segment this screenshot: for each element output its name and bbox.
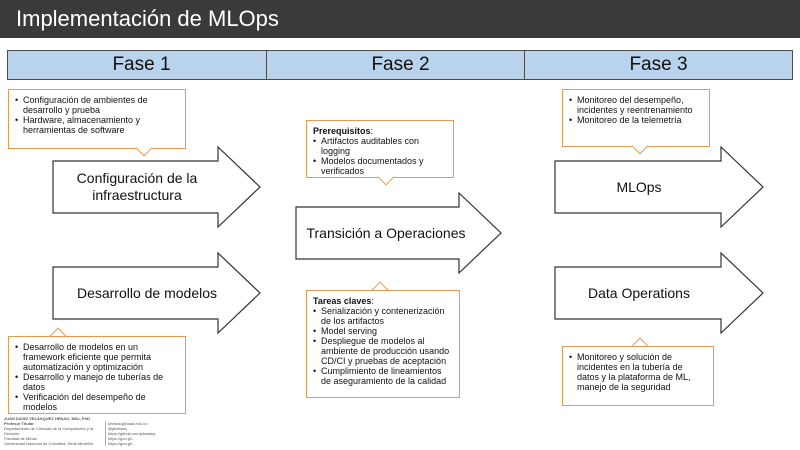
footer-dept: Departamento de Ciencias de la Computaci… (4, 426, 94, 436)
footer-author-block: JUAN DAVID VELÁSQUEZ HENAO, MSc, PhD Pro… (4, 416, 104, 446)
prereq-callout: Prerequisitos: Artifactos auditables con… (306, 120, 454, 178)
mlops-callout-item: Monitoreo de la telemetría (569, 115, 703, 125)
page-title: Implementación de MLOps (16, 6, 279, 31)
footer-university: Universidad Nacional de Colombia, Sede M… (4, 441, 94, 446)
tasks-callout-item: Despliegue de modelos al ambiente de pro… (313, 336, 453, 366)
footer-author: JUAN DAVID VELÁSQUEZ HENAO, MSc, PhD (4, 416, 90, 421)
models-callout-item: Desarrollo de modelos en un framework ef… (15, 342, 179, 372)
mlops-arrow-label: MLOps (616, 178, 662, 195)
tasks-callout-item: Serialización y contenerización de los a… (313, 306, 453, 326)
infra-callout-item: Configuración de ambientes de desarrollo… (15, 95, 179, 115)
footer-twitter: @jdvelasq (108, 426, 127, 431)
infra-arrow-label: Configuración de la infraestructura (76, 170, 198, 203)
dataops-arrow-label: Data Operations (588, 284, 690, 301)
footer-link: https://github.com/jdvelasq (108, 431, 156, 436)
footer-email: jdvelasq@unal.edu.co (108, 421, 148, 426)
models-callout-item: Verificación del desempeño de modelos (15, 392, 179, 412)
dataops-callout: Monitoreo y solución de incidentes en la… (562, 346, 714, 406)
title-bar: Implementación de MLOps (0, 0, 800, 38)
phase-3-header: Fase 3 (524, 50, 793, 80)
models-callout: Desarrollo de modelos en un framework ef… (8, 336, 186, 414)
dataops-arrow: Data Operations (554, 251, 764, 335)
prereq-callout-item: Artifactos auditables con logging (313, 136, 447, 156)
infra-arrow: Configuración de la infraestructura (52, 145, 261, 229)
mlops-arrow: MLOps (554, 145, 764, 229)
transition-arrow: Transición a Operaciones (295, 191, 502, 275)
transition-arrow-label: Transición a Operaciones (306, 224, 466, 241)
infra-callout: Configuración de ambientes de desarrollo… (8, 89, 186, 149)
models-arrow-label: Desarrollo de modelos (76, 284, 218, 301)
phase-2-header: Fase 2 (266, 50, 535, 80)
models-callout-item: Desarrollo y manejo de tuberías de datos (15, 372, 179, 392)
footer-link: https://goo.gl/... (108, 436, 136, 441)
phase-1-header: Fase 1 (7, 50, 276, 80)
infra-callout-item: Hardware, almacenamiento y herramientas … (15, 115, 179, 135)
prereq-title: Prerequisitos (313, 126, 371, 136)
prereq-callout-item: Modelos documentados y verificados (313, 156, 447, 176)
tasks-title: Tareas claves (313, 296, 372, 306)
footer-link: https://goo.gl/... (108, 441, 136, 446)
mlops-callout: Monitoreo del desempeño, incidentes y re… (562, 89, 710, 147)
dataops-callout-item: Monitoreo y solución de incidentes en la… (569, 352, 707, 392)
footer-faculty: Facultad de Minas (4, 436, 37, 441)
footer-role: Profesor Titular (4, 421, 34, 426)
mlops-callout-item: Monitoreo del desempeño, incidentes y re… (569, 95, 703, 115)
models-arrow: Desarrollo de modelos (52, 251, 261, 335)
tasks-callout-item: Cumplimiento de lineamientos de aseguram… (313, 366, 453, 386)
tasks-callout-item: Model serving (313, 326, 453, 336)
tasks-callout: Tareas claves: Serialización y conteneri… (306, 290, 460, 398)
footer-links-block: jdvelasq@unal.edu.co @jdvelasq https://g… (105, 421, 165, 446)
